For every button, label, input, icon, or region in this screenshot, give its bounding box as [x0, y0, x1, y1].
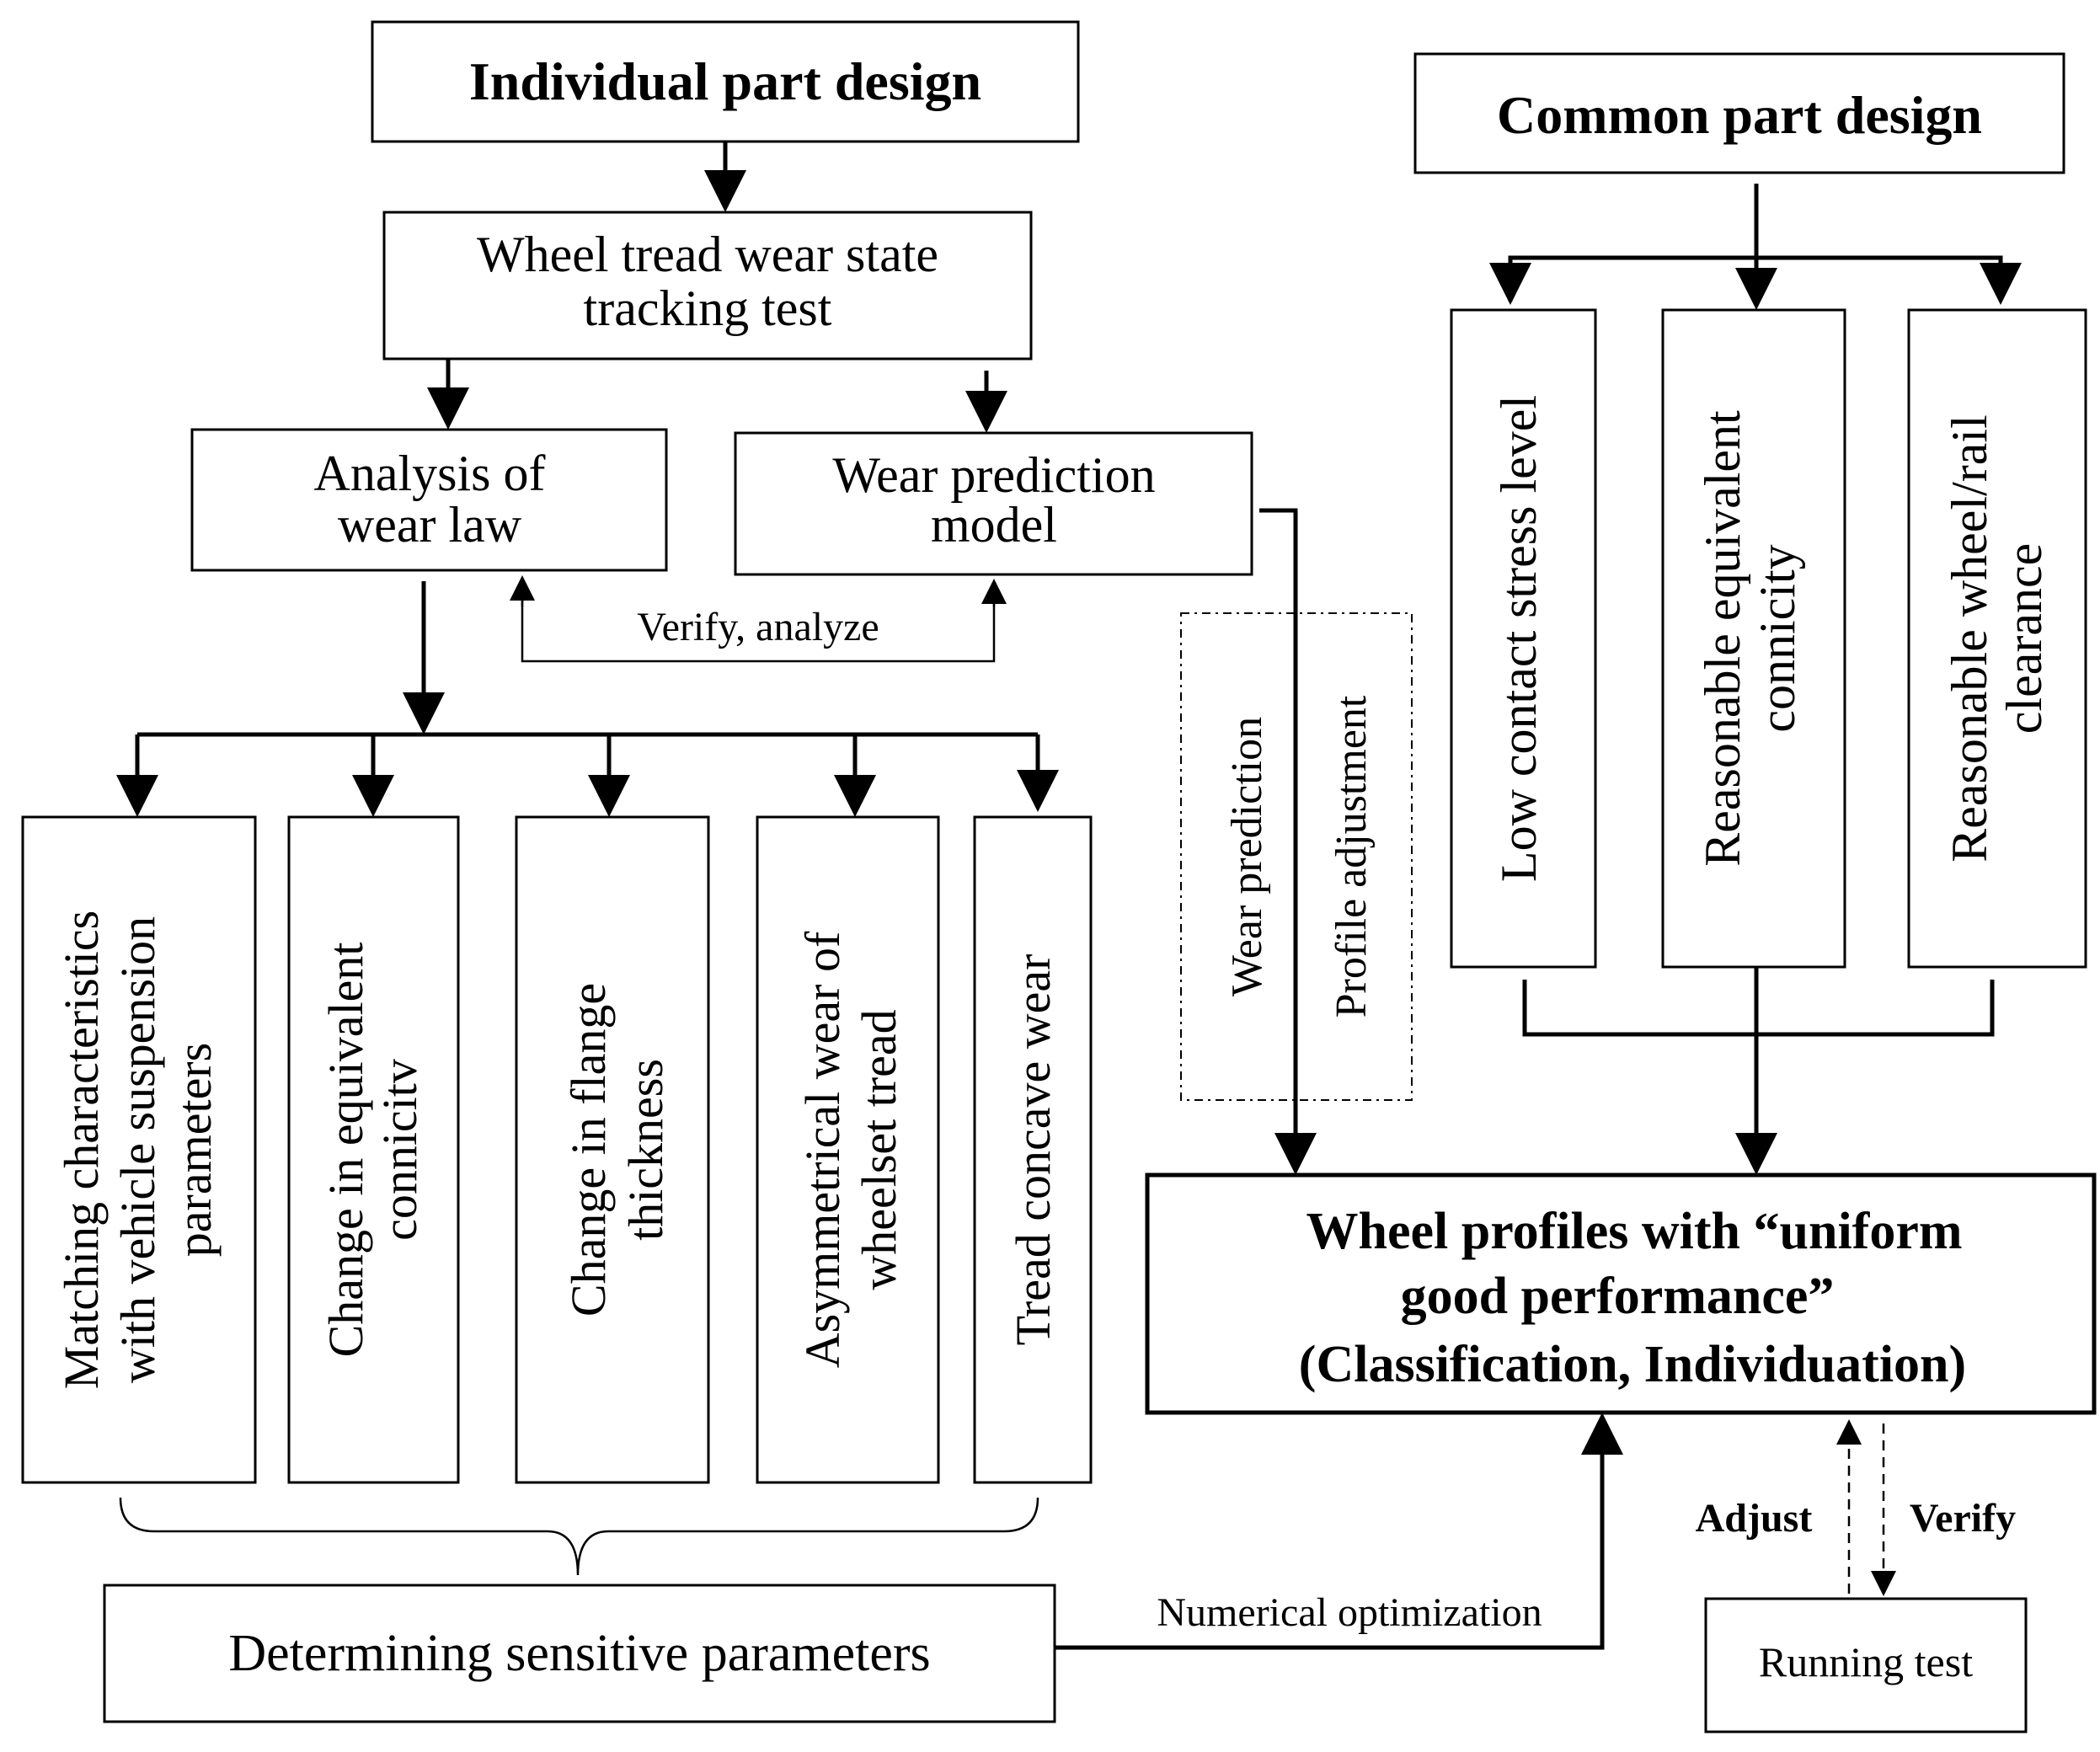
model-to-wheel-connector [1259, 508, 1298, 1158]
matching-characteristics-line-3: parameters [167, 1043, 222, 1257]
matching-characteristics-box [21, 815, 257, 1484]
matching-characteristics-line-1: Matching characteristics [54, 911, 109, 1389]
tracking-test-line-1: Wheel tread wear state [477, 227, 938, 282]
factors-brace [119, 1497, 1039, 1576]
asymmetrical-wear-box [756, 815, 940, 1484]
sensitive-parameters-label: Determining sensitive parameters [228, 1625, 930, 1682]
individual-part-design-box [371, 20, 1080, 143]
numerical-optimization-connector [1055, 1449, 1605, 1650]
reasonable-clearance-box [1907, 308, 2087, 969]
wheel-profiles-box [1145, 1172, 2097, 1415]
reasonable-conicity-line-1: Reasonable equivalent [1695, 410, 1750, 867]
analysis-wear-law-box [190, 428, 668, 572]
change-equivalent-conicity-line-1: Change in equivalent [318, 943, 373, 1358]
wear-prediction-model-line-2: model [931, 497, 1057, 553]
change-flange-thickness-line-1: Change in flange [561, 983, 616, 1317]
profile-adjustment-label: Profile adjustment [1328, 695, 1376, 1018]
wear-prediction-model-line-1: Wear prediction [832, 447, 1155, 503]
running-test-box [1704, 1597, 2028, 1733]
analysis-wear-law-line-2: wear law [338, 497, 522, 553]
common-part-design-label: Common part design [1497, 85, 1982, 145]
tracking-test-box [382, 211, 1033, 361]
tread-concave-wear-label: Tread concave wear [1006, 954, 1061, 1346]
tread-concave-wear-box [973, 815, 1093, 1484]
wheel-profiles-line-2: good performance” [1401, 1268, 1835, 1325]
change-equivalent-conicity-line-2: connicitv [372, 1059, 427, 1241]
tracking-test-line-2: tracking test [584, 280, 832, 336]
individual-part-design-label: Individual part design [469, 51, 981, 111]
change-equivalent-conicity-box [287, 815, 460, 1484]
asymmetrical-wear-line-2: wheelset tread [852, 1009, 906, 1290]
change-flange-thickness-line-2: thickness [618, 1059, 673, 1241]
wear-prediction-label: Wear prediction [1223, 717, 1271, 996]
numerical-optimization-label: Numerical optimization [1157, 1590, 1542, 1635]
verify-analyze-connector [521, 588, 996, 663]
wheel-profiles-line-1: Wheel profiles with “uniform [1306, 1203, 1963, 1260]
wear-prediction-model-box [734, 431, 1253, 576]
adjust-label: Adjust [1696, 1496, 1813, 1541]
verify-label: Verify [1910, 1496, 2016, 1541]
wheel-profiles-line-3: (Classification, Individuation) [1299, 1336, 1966, 1393]
running-test-label: Running test [1759, 1638, 1973, 1685]
low-contact-stress-box [1450, 308, 1597, 969]
asymmetrical-wear-line-1: Asymmetrical wear of [795, 931, 850, 1368]
verify-analyze-label: Verify, analyze [637, 605, 879, 649]
reasonable-conicity-line-2: connicity [1750, 544, 1805, 732]
matching-characteristics-line-2: with vehicle suspension [110, 916, 165, 1383]
reasonable-clearance-line-1: Reasonable wheel/rail [1942, 414, 1997, 862]
sensitive-parameters-box [103, 1584, 1056, 1723]
change-flange-thickness-box [515, 815, 710, 1484]
analysis-wear-law-line-1: Analysis of [314, 446, 546, 501]
common-part-design-box [1413, 52, 2065, 174]
reasonable-clearance-line-2: clearance [1996, 543, 2052, 734]
reasonable-conicity-box [1661, 308, 1846, 969]
low-contact-stress-label: Low contact stress level [1491, 395, 1547, 882]
